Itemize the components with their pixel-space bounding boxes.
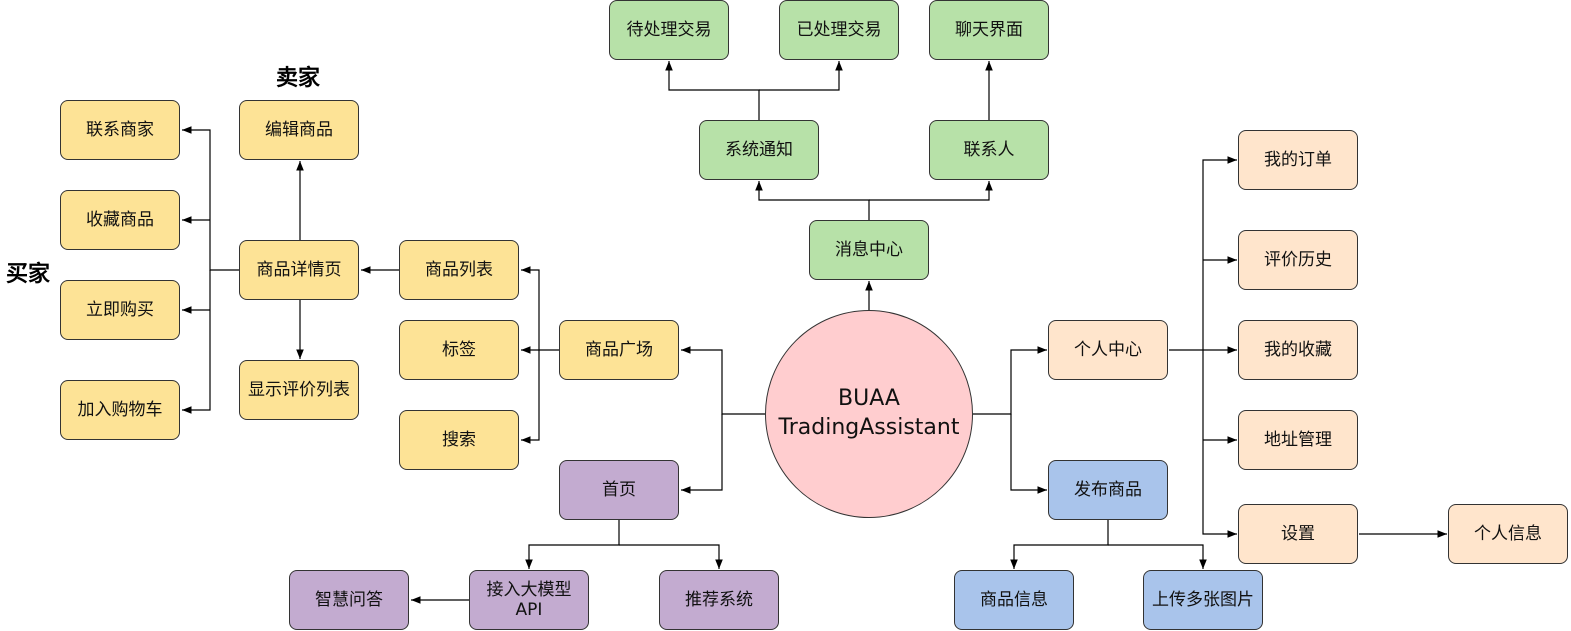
node-product-detail[interactable]: 商品详情页 [239, 240, 359, 300]
edge-publish-info [1010, 520, 1109, 569]
node-edit-product-label: 编辑商品 [265, 119, 333, 140]
node-contact-seller[interactable]: 联系商家 [60, 100, 180, 160]
edge-home-llm [525, 520, 620, 569]
edge-message-notice [755, 181, 870, 220]
node-recommend[interactable]: 推荐系统 [659, 570, 779, 630]
edge-message-contacts [869, 181, 993, 201]
node-publish-label: 发布商品 [1074, 479, 1142, 500]
node-recommend-label: 推荐系统 [685, 589, 753, 610]
node-review-list-label: 显示评价列表 [248, 379, 350, 400]
node-product-info-label: 商品信息 [980, 589, 1048, 610]
node-review-list[interactable]: 显示评价列表 [239, 360, 359, 420]
node-pending-trades-label: 待处理交易 [626, 19, 712, 40]
node-buy-now[interactable]: 立即购买 [60, 280, 180, 340]
edge-home-recommend [619, 544, 723, 569]
edge-detail-contact [182, 126, 239, 271]
node-favorite-product[interactable]: 收藏商品 [60, 190, 180, 250]
node-tags-label: 标签 [442, 339, 476, 360]
edge-center-plaza [681, 346, 765, 415]
edge-plaza-search [521, 350, 540, 444]
node-add-cart[interactable]: 加入购物车 [60, 380, 180, 440]
node-contacts-label: 联系人 [963, 139, 1015, 160]
seller-label: 卖家 [276, 66, 321, 91]
node-product-list-label: 商品列表 [425, 259, 493, 280]
edge-personal-settings [1202, 350, 1237, 538]
center-label: BUAA TradingAssistant [778, 386, 960, 440]
node-smart-qa[interactable]: 智慧问答 [289, 570, 409, 630]
node-settings-label: 设置 [1281, 523, 1315, 544]
node-system-notice-label: 系统通知 [725, 139, 793, 160]
node-chat-label: 聊天界面 [955, 19, 1023, 40]
node-search-label: 搜索 [442, 429, 476, 450]
edge-notice-processed [759, 60, 843, 91]
node-processed-trades-label: 已处理交易 [796, 19, 882, 40]
node-settings[interactable]: 设置 [1238, 504, 1358, 564]
node-plaza-label: 商品广场 [585, 339, 653, 360]
node-review-history[interactable]: 评价历史 [1238, 230, 1358, 290]
node-pending-trades[interactable]: 待处理交易 [609, 0, 729, 60]
edge-notice-pending [665, 60, 760, 120]
node-llm-api[interactable]: 接入大模型 API [469, 570, 589, 630]
node-personal-center-label: 个人中心 [1074, 339, 1142, 360]
edge-detail-cart [182, 270, 211, 414]
node-review-history-label: 评价历史 [1264, 249, 1332, 270]
node-contact-seller-label: 联系商家 [86, 119, 154, 140]
node-address[interactable]: 地址管理 [1238, 410, 1358, 470]
node-plaza[interactable]: 商品广场 [559, 320, 679, 380]
node-tags[interactable]: 标签 [399, 320, 519, 380]
edge-personal-orders [1169, 156, 1237, 351]
node-my-orders[interactable]: 我的订单 [1238, 130, 1358, 190]
node-home-label: 首页 [602, 479, 636, 500]
node-home[interactable]: 首页 [559, 460, 679, 520]
node-product-detail-label: 商品详情页 [256, 259, 342, 280]
node-chat[interactable]: 聊天界面 [929, 0, 1049, 60]
node-processed-trades[interactable]: 已处理交易 [779, 0, 899, 60]
center-node[interactable]: BUAA TradingAssistant [765, 310, 973, 518]
node-edit-product[interactable]: 编辑商品 [239, 100, 359, 160]
edge-center-home [681, 414, 723, 494]
node-search[interactable]: 搜索 [399, 410, 519, 470]
node-favorite-product-label: 收藏商品 [86, 209, 154, 230]
node-my-favorites-label: 我的收藏 [1264, 339, 1332, 360]
node-address-label: 地址管理 [1264, 429, 1332, 450]
node-personal-center[interactable]: 个人中心 [1048, 320, 1168, 380]
edge-center-personal [973, 346, 1047, 415]
edge-publish-upload [1108, 544, 1207, 569]
edge-center-publish [1010, 414, 1047, 494]
node-smart-qa-label: 智慧问答 [315, 589, 383, 610]
node-llm-api-label: 接入大模型 API [486, 579, 572, 620]
node-add-cart-label: 加入购物车 [77, 399, 163, 420]
buyer-label: 买家 [6, 262, 51, 287]
node-profile[interactable]: 个人信息 [1448, 504, 1568, 564]
node-buy-now-label: 立即购买 [86, 299, 154, 320]
node-product-info[interactable]: 商品信息 [954, 570, 1074, 630]
node-system-notice[interactable]: 系统通知 [699, 120, 819, 180]
node-message-center-label: 消息中心 [835, 239, 903, 260]
node-upload-images[interactable]: 上传多张图片 [1143, 570, 1263, 630]
edge-plaza-list [521, 266, 559, 351]
node-my-favorites[interactable]: 我的收藏 [1238, 320, 1358, 380]
node-my-orders-label: 我的订单 [1264, 149, 1332, 170]
node-contacts[interactable]: 联系人 [929, 120, 1049, 180]
node-product-list[interactable]: 商品列表 [399, 240, 519, 300]
node-upload-images-label: 上传多张图片 [1152, 589, 1254, 610]
node-message-center[interactable]: 消息中心 [809, 220, 929, 280]
node-publish[interactable]: 发布商品 [1048, 460, 1168, 520]
node-profile-label: 个人信息 [1474, 523, 1542, 544]
